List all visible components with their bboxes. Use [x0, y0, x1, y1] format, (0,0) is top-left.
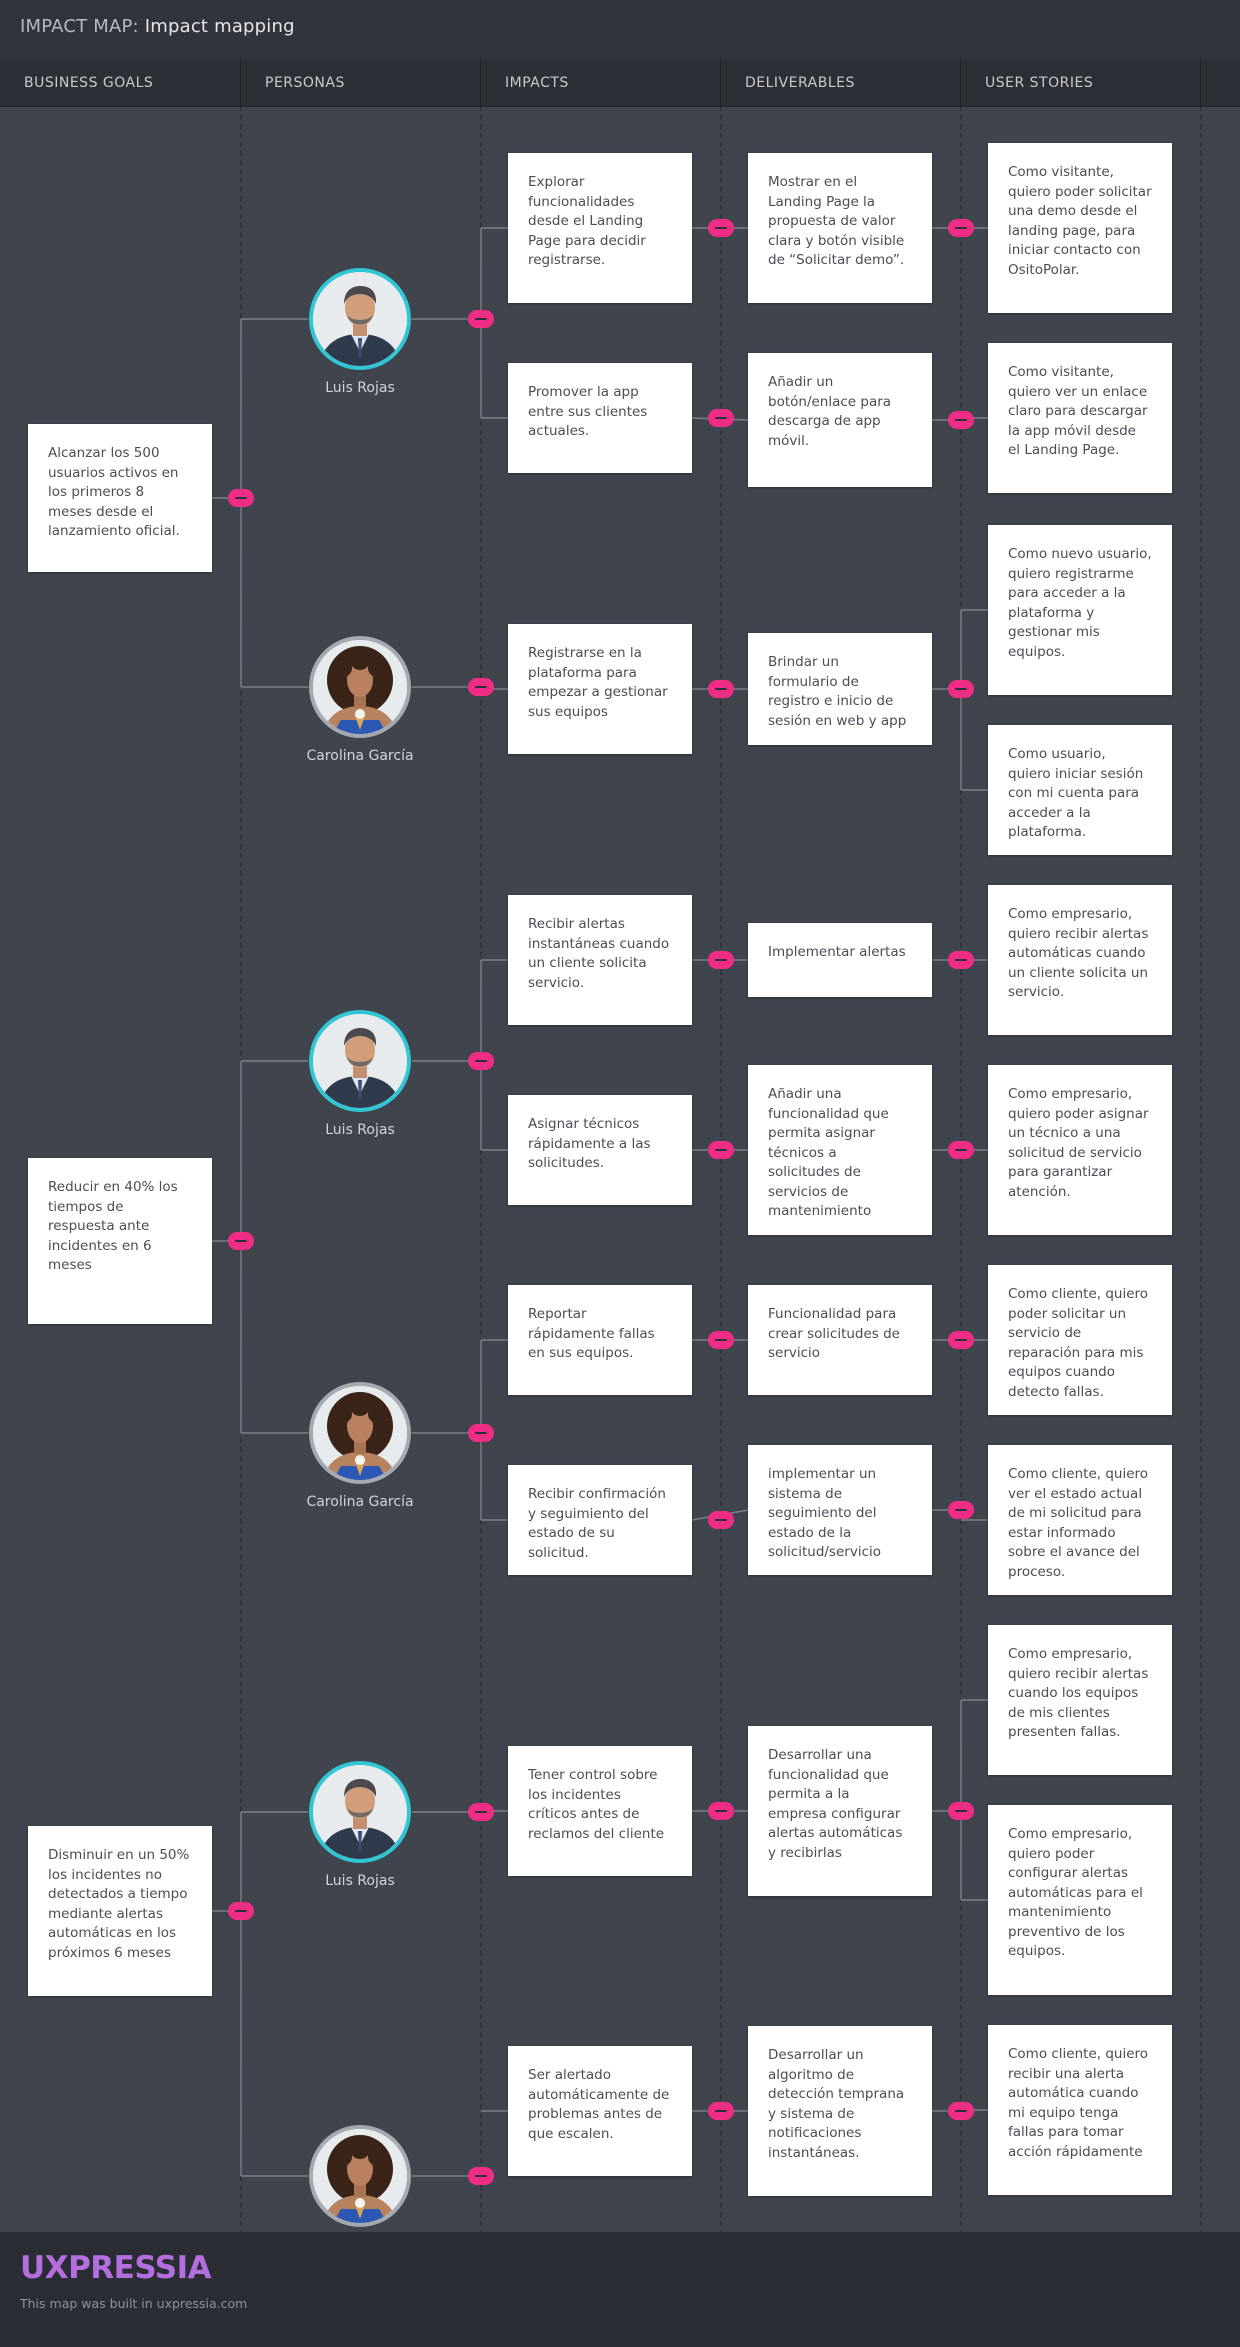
user-story-card[interactable]: Como empresario, quiero poder configurar…: [988, 1805, 1172, 1995]
persona-name: Luis Rojas: [325, 1122, 395, 1138]
deliverable-card[interactable]: Desarrollar una funcionalidad que permit…: [748, 1726, 932, 1896]
user-story-card[interactable]: Como empresario, quiero recibir alertas …: [988, 885, 1172, 1035]
footer: UXPRESSIA This map was built in uxpressi…: [0, 2232, 1240, 2347]
persona-name: Luis Rojas: [325, 380, 395, 396]
deliverable-collapse-toggle[interactable]: [948, 951, 974, 969]
deliverable-card[interactable]: Implementar alertas: [748, 923, 932, 997]
impact-map-canvas: Alcanzar los 500 usuarios activos en los…: [0, 106, 1240, 2253]
person-male-icon: [309, 1010, 411, 1112]
title-prefix: IMPACT MAP:: [20, 16, 139, 37]
deliverable-collapse-toggle[interactable]: [948, 680, 974, 698]
persona-name: Carolina García: [306, 748, 414, 764]
user-story-card[interactable]: Como visitante, quiero poder solicitar u…: [988, 143, 1172, 313]
map-title: Impact mapping: [144, 16, 295, 37]
persona-collapse-toggle[interactable]: [468, 2167, 494, 2185]
persona-name: Luis Rojas: [325, 1873, 395, 1889]
persona-collapse-toggle[interactable]: [468, 678, 494, 696]
impact-card[interactable]: Recibir confirmación y seguimiento del e…: [508, 1465, 692, 1575]
impact-collapse-toggle[interactable]: [708, 1802, 734, 1820]
persona-carolina-garcia[interactable]: Carolina García: [305, 2125, 415, 2255]
deliverable-collapse-toggle[interactable]: [948, 219, 974, 237]
impact-card[interactable]: Explorar funcionalidades desde el Landin…: [508, 153, 692, 303]
impact-card[interactable]: Promover la app entre sus clientes actua…: [508, 363, 692, 473]
user-story-card[interactable]: Como nuevo usuario, quiero registrarme p…: [988, 525, 1172, 695]
top-bar: IMPACT MAP: Impact mapping: [0, 0, 1240, 60]
column-header-user-stories: USER STORIES: [961, 60, 1201, 106]
impact-card[interactable]: Registrarse en la plataforma para empeza…: [508, 624, 692, 754]
uxpressia-logo: UXPRESSIA: [20, 2250, 212, 2286]
column-header-deliverables: DELIVERABLES: [721, 60, 961, 106]
impact-collapse-toggle[interactable]: [708, 2102, 734, 2120]
user-story-card[interactable]: Como visitante, quiero ver un enlace cla…: [988, 343, 1172, 493]
page-title: IMPACT MAP: Impact mapping: [20, 14, 295, 40]
persona-collapse-toggle[interactable]: [468, 1424, 494, 1442]
business-goal-card[interactable]: Alcanzar los 500 usuarios activos en los…: [28, 424, 212, 572]
persona-carolina-garcia[interactable]: Carolina García: [305, 636, 415, 766]
deliverable-collapse-toggle[interactable]: [948, 1501, 974, 1519]
person-female-icon: [309, 1382, 411, 1484]
deliverable-card[interactable]: implementar un sistema de seguimiento de…: [748, 1445, 932, 1575]
deliverable-card[interactable]: Brindar un formulario de registro e inic…: [748, 633, 932, 745]
footer-credit: This map was built in uxpressia.com: [20, 2296, 248, 2311]
deliverable-collapse-toggle[interactable]: [948, 2102, 974, 2120]
user-story-card[interactable]: Como cliente, quiero poder solicitar un …: [988, 1265, 1172, 1415]
persona-name: Carolina García: [306, 1494, 414, 1510]
business-goal-collapse-toggle[interactable]: [228, 1902, 254, 1920]
persona-collapse-toggle[interactable]: [468, 310, 494, 328]
business-goal-card[interactable]: Reducir en 40% los tiempos de respuesta …: [28, 1158, 212, 1324]
column-header-impacts: IMPACTS: [481, 60, 721, 106]
deliverable-card[interactable]: Añadir un botón/enlace para descarga de …: [748, 353, 932, 487]
persona-collapse-toggle[interactable]: [468, 1052, 494, 1070]
user-story-card[interactable]: Como empresario, quiero poder asignar un…: [988, 1065, 1172, 1235]
person-male-icon: [309, 268, 411, 370]
deliverable-card[interactable]: Desarrollar un algoritmo de detección te…: [748, 2026, 932, 2196]
impact-card[interactable]: Tener control sobre los incidentes críti…: [508, 1746, 692, 1876]
deliverable-collapse-toggle[interactable]: [948, 411, 974, 429]
column-header-business-goals: BUSINESS GOALS: [0, 60, 241, 106]
user-story-card[interactable]: Como cliente, quiero ver el estado actua…: [988, 1445, 1172, 1595]
persona-luis-rojas[interactable]: Luis Rojas: [305, 1010, 415, 1140]
deliverable-collapse-toggle[interactable]: [948, 1802, 974, 1820]
person-female-icon: [309, 636, 411, 738]
business-goal-collapse-toggle[interactable]: [228, 489, 254, 507]
impact-collapse-toggle[interactable]: [708, 219, 734, 237]
impact-collapse-toggle[interactable]: [708, 680, 734, 698]
person-male-icon: [309, 1761, 411, 1863]
business-goal-card[interactable]: Disminuir en un 50% los incidentes no de…: [28, 1826, 212, 1996]
persona-collapse-toggle[interactable]: [468, 1803, 494, 1821]
deliverable-card[interactable]: Funcionalidad para crear solicitudes de …: [748, 1285, 932, 1395]
person-female-icon: [309, 2125, 411, 2227]
persona-carolina-garcia[interactable]: Carolina García: [305, 1382, 415, 1512]
impact-card[interactable]: Ser alertado automáticamente de problema…: [508, 2046, 692, 2176]
user-story-card[interactable]: Como cliente, quiero recibir una alerta …: [988, 2025, 1172, 2195]
impact-card[interactable]: Reportar rápidamente fallas en sus equip…: [508, 1285, 692, 1395]
impact-card[interactable]: Asignar técnicos rápidamente a las solic…: [508, 1095, 692, 1205]
user-story-card[interactable]: Como empresario, quiero recibir alertas …: [988, 1625, 1172, 1775]
deliverable-collapse-toggle[interactable]: [948, 1141, 974, 1159]
deliverable-card[interactable]: Mostrar en el Landing Page la propuesta …: [748, 153, 932, 303]
impact-collapse-toggle[interactable]: [708, 409, 734, 427]
impact-card[interactable]: Recibir alertas instantáneas cuando un c…: [508, 895, 692, 1025]
column-header-bar: BUSINESS GOALS PERSONAS IMPACTS DELIVERA…: [0, 60, 1240, 107]
column-header-personas: PERSONAS: [241, 60, 481, 106]
business-goal-collapse-toggle[interactable]: [228, 1232, 254, 1250]
impact-collapse-toggle[interactable]: [708, 1141, 734, 1159]
impact-collapse-toggle[interactable]: [708, 1331, 734, 1349]
user-story-card[interactable]: Como usuario, quiero iniciar sesión con …: [988, 725, 1172, 855]
deliverable-card[interactable]: Añadir una funcionalidad que permita asi…: [748, 1065, 932, 1235]
impact-collapse-toggle[interactable]: [708, 951, 734, 969]
persona-luis-rojas[interactable]: Luis Rojas: [305, 268, 415, 398]
persona-luis-rojas[interactable]: Luis Rojas: [305, 1761, 415, 1891]
deliverable-collapse-toggle[interactable]: [948, 1331, 974, 1349]
impact-collapse-toggle[interactable]: [708, 1511, 734, 1529]
